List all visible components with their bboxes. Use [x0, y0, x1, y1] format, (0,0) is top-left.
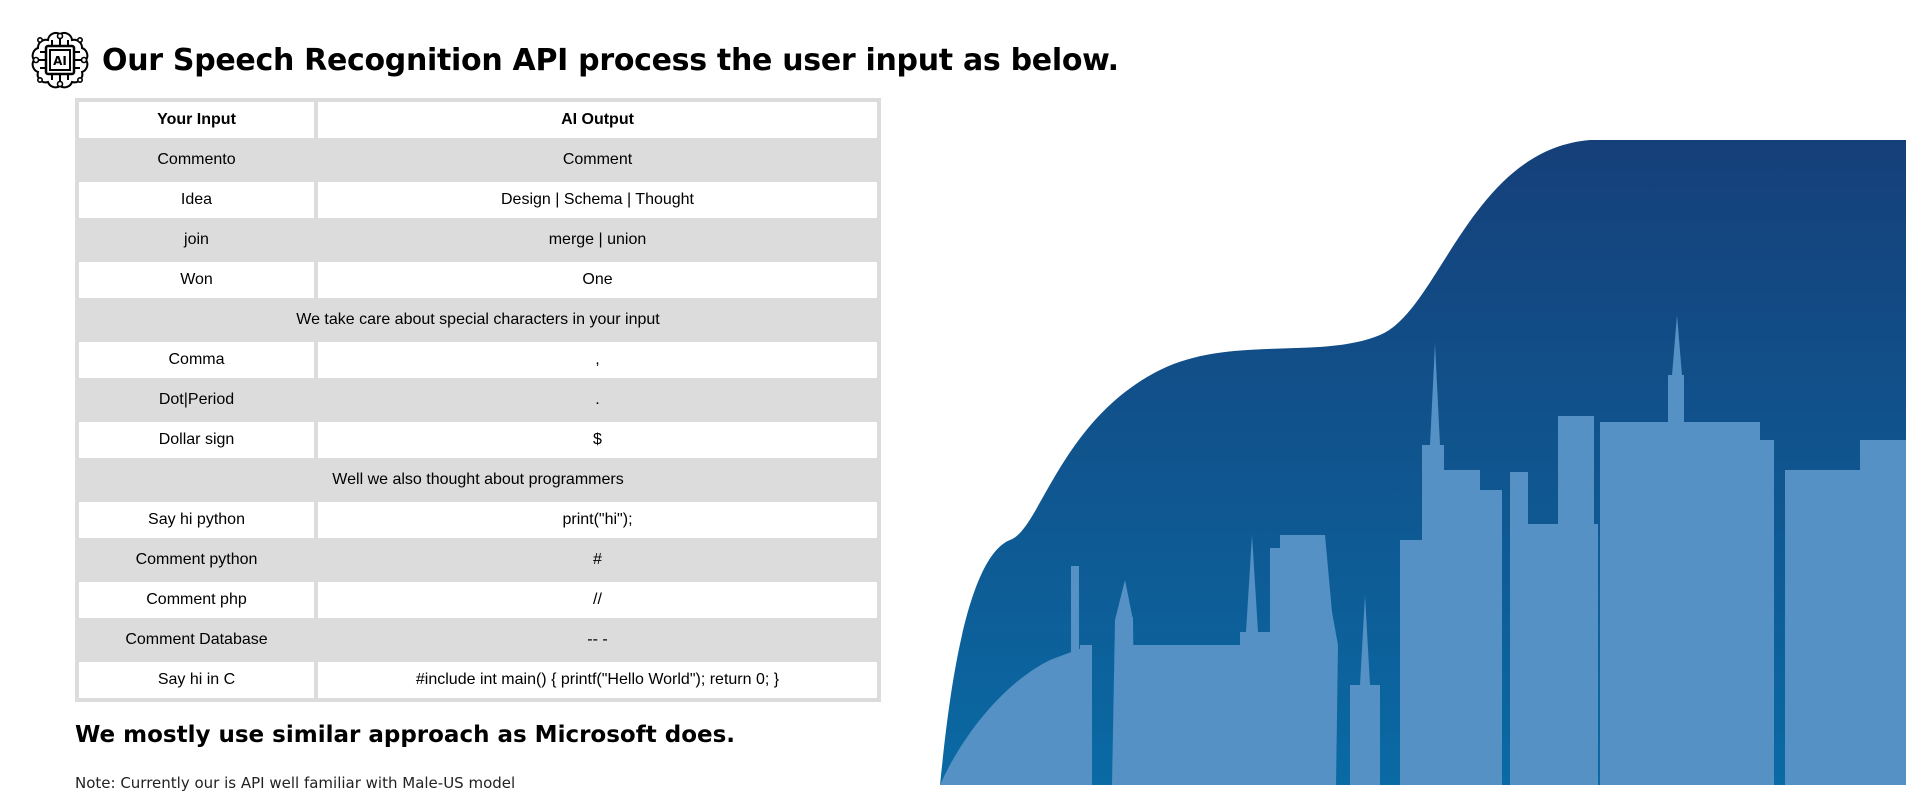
output-cell: merge | union [318, 222, 877, 258]
output-cell: $ [318, 422, 877, 458]
input-cell: join [79, 222, 314, 258]
below-fold-area: Note: Currently our is API well familiar… [0, 774, 1906, 805]
output-cell: // [318, 582, 877, 618]
ai-chip-icon: AI [31, 31, 89, 89]
output-cell: , [318, 342, 877, 378]
table-row: Comment python# [79, 542, 877, 578]
input-cell: Dot|Period [79, 382, 314, 418]
output-cell: -- - [318, 622, 877, 658]
page-title: Our Speech Recognition API process the u… [102, 42, 1119, 78]
input-cell: Idea [79, 182, 314, 218]
table-row: Dollar sign$ [79, 422, 877, 458]
output-cell: Comment [318, 142, 877, 178]
input-cell: Dollar sign [79, 422, 314, 458]
output-cell: Design | Schema | Thought [318, 182, 877, 218]
subtitle: We mostly use similar approach as Micros… [75, 722, 736, 748]
input-cell: Comment python [79, 542, 314, 578]
table-header-row: Your Input AI Output [79, 102, 877, 138]
city-skyline-illustration [940, 140, 1906, 785]
page-header: AI Our Speech Recognition API process th… [26, 25, 1119, 95]
table-row: Say hi in C#include int main() { printf(… [79, 662, 877, 698]
table-row: Comment Database-- - [79, 622, 877, 658]
page-card: AI Our Speech Recognition API process th… [26, 25, 1906, 785]
table-row: Comma, [79, 342, 877, 378]
table-section-row: Well we also thought about programmers [79, 462, 877, 498]
input-cell: Comma [79, 342, 314, 378]
output-cell: . [318, 382, 877, 418]
output-cell: print("hi"); [318, 502, 877, 538]
column-header-output: AI Output [318, 102, 877, 138]
output-cell: One [318, 262, 877, 298]
section-label: We take care about special characters in… [79, 302, 877, 338]
skyline-silhouette [940, 315, 1906, 785]
table-row: Dot|Period. [79, 382, 877, 418]
input-cell: Comment Database [79, 622, 314, 658]
input-cell: Say hi python [79, 502, 314, 538]
input-cell: Commento [79, 142, 314, 178]
table-section-row: We take care about special characters in… [79, 302, 877, 338]
note-text: Note: Currently our is API well familiar… [75, 774, 516, 792]
input-cell: Won [79, 262, 314, 298]
column-header-input: Your Input [79, 102, 314, 138]
output-cell: #include int main() { printf("Hello Worl… [318, 662, 877, 698]
input-cell: Say hi in C [79, 662, 314, 698]
table-row: Comment php// [79, 582, 877, 618]
input-cell: Comment php [79, 582, 314, 618]
ai-chip-label: AI [53, 54, 67, 68]
section-label: Well we also thought about programmers [79, 462, 877, 498]
output-cell: # [318, 542, 877, 578]
